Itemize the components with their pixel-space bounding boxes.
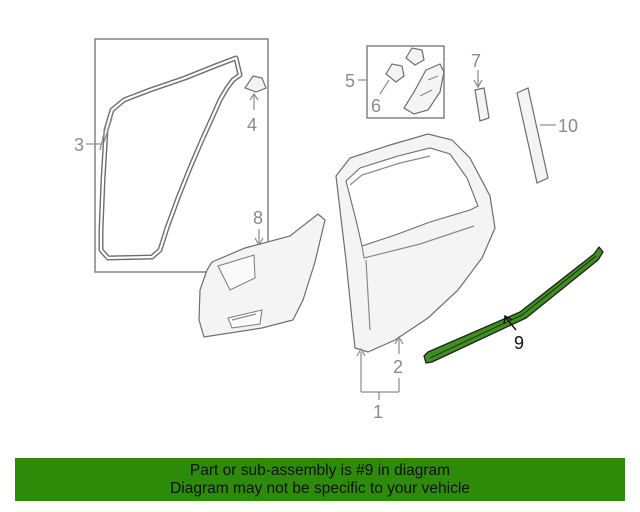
callout-4: 4 [247,115,257,135]
callout-8: 8 [253,208,263,228]
callout-1: 1 [373,402,383,422]
door-shell-group[interactable]: 2 1 [335,133,496,422]
part-10-group[interactable]: 10 [516,87,578,184]
part-3-group[interactable]: 3 [74,38,269,273]
callout-3: 3 [74,135,84,155]
clip-part-4 [244,75,267,93]
door-weatherstrip [98,55,243,261]
part-5-group[interactable]: 5 6 [345,45,445,119]
part-9-group[interactable]: 9 [423,246,604,364]
door-moulding-9 [423,246,604,364]
parts-diagram: 3 4 5 6 7 10 8 [74,38,604,422]
door-check-bracket [403,63,445,115]
part-7-group[interactable]: 7 [471,51,490,122]
trim-piece-7 [474,87,490,122]
part-8-group[interactable]: 8 [198,208,326,338]
clip-part-6a [385,63,405,83]
part-5-box [366,45,445,119]
callout-2: 2 [393,357,403,377]
part-3-box [94,38,269,273]
callout-6: 6 [371,96,381,116]
callout-10: 10 [558,116,578,136]
banner-line-1: Part or sub-assembly is #9 in diagram [189,461,451,479]
callout-5: 5 [345,71,355,91]
callout-7: 7 [471,51,481,71]
pillar-garnish-10 [516,87,549,184]
callout-9: 9 [514,333,524,353]
info-banner: Part or sub-assembly is #9 in diagram Di… [15,458,625,501]
door-trim-panel [198,213,326,338]
banner-line-2: Diagram may not be specific to your vehi… [170,479,470,497]
clip-part-6b [405,47,425,66]
part-4-group[interactable]: 4 [244,75,267,135]
